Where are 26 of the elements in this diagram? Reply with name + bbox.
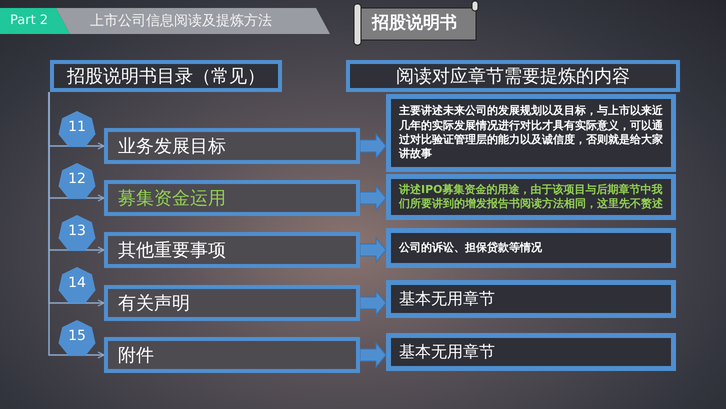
block-arrow	[360, 290, 387, 316]
chapter-box: 其他重要事项	[104, 232, 360, 268]
content-box: 基本无用章节	[386, 280, 676, 318]
content-box: 公司的诉讼、担保贷款等情况	[386, 228, 676, 268]
chapter-box: 业务发展目标	[104, 128, 360, 164]
block-arrow	[360, 184, 387, 212]
content-box: 讲述IPO募集资金的用途，由于该项目与后期章节中我们所要讲到的增发报告书阅读方法相同，这里先不赘述	[386, 174, 676, 220]
content-box: 主要讲述未来公司的发展规划以及目标，与上市以来近几年的实际发展情况进行对比才具有实际意义，可以通过对比验证管理层的能力以及诚信度，否则就是给大家讲故事	[386, 94, 676, 172]
banner-title: 招股说明书	[372, 12, 457, 34]
number-badge: 12	[58, 163, 96, 199]
block-arrow	[360, 236, 387, 264]
connector-arrow	[48, 92, 105, 359]
heading-box: 招股说明书目录（常见）	[50, 60, 282, 92]
number-badge: 15	[58, 320, 96, 356]
block-arrow	[360, 342, 387, 368]
chapter-box: 附件	[104, 337, 360, 373]
block-arrow	[360, 132, 387, 160]
part-label: Part 2	[10, 13, 48, 28]
number-badge: 11	[58, 111, 96, 147]
content-box: 基本无用章节	[386, 333, 676, 371]
number-badge: 13	[58, 215, 96, 251]
chapter-box: 募集资金运用	[104, 180, 360, 216]
chapter-box: 有关声明	[104, 285, 360, 321]
heading-box: 阅读对应章节需要提炼的内容	[346, 60, 680, 92]
section-title: 上市公司信息阅读及提炼方法	[90, 12, 272, 30]
number-badge: 14	[58, 267, 96, 303]
